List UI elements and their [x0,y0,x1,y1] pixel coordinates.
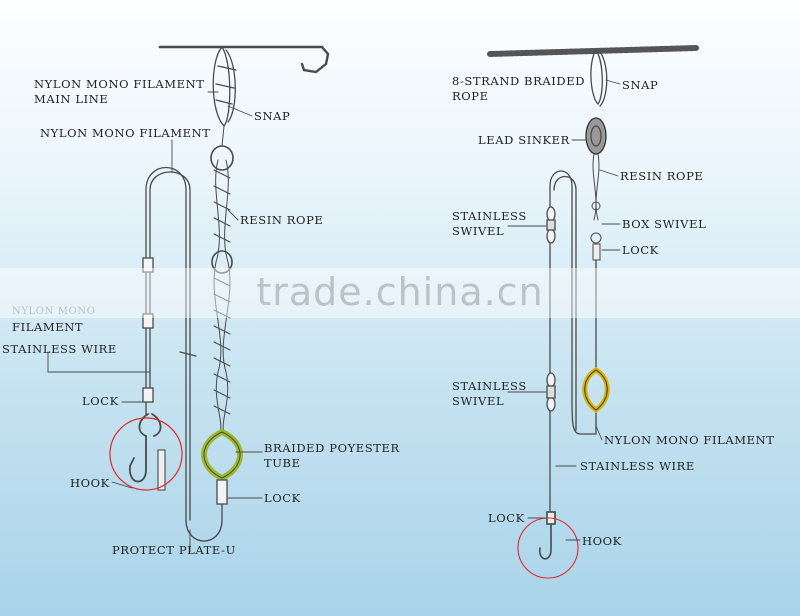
label-lock-right-lower: LOCK [488,511,525,525]
label-resin-rope-right: RESIN ROPE [620,169,704,183]
label-stainless-swivel-upper: STAINLESS SWIVEL [452,209,527,238]
label-snap-right: SNAP [622,78,659,92]
left-snap [212,45,237,127]
left-hook [129,413,166,491]
label-filament: FILAMENT [12,320,84,334]
label-box-swivel: BOX SWIVEL [622,217,707,231]
left-main-line [158,45,330,74]
right-braided-tube [582,367,610,414]
right-braided-rope [487,45,699,57]
left-hook-highlight [109,417,183,491]
right-snap [590,48,608,107]
watermark: trade.china.cn [256,270,544,314]
label-braided-rope: 8-STRAND BRAIDED ROPE [452,74,586,103]
right-leader-lines [507,79,621,541]
left-branch-line [142,166,223,542]
label-braided-tube: BRAIDED POYESTER TUBE [264,441,400,470]
label-snap: SNAP [254,109,291,123]
label-nylon-mono-partial: NYLON MONO [12,306,96,317]
label-nylon-mono-right: NYLON MONO FILAMENT [604,433,775,447]
right-stainless-swivel-upper [546,206,556,244]
label-resin-rope: RESIN ROPE [240,213,324,227]
label-main-line: NYLON MONO FILAMENT MAIN LINE [34,77,205,106]
label-lead-sinker: LEAD SINKER [478,133,570,147]
label-stainless-swivel-lower: STAINLESS SWIVEL [452,379,527,408]
label-hook-right: HOOK [582,534,622,548]
label-protect-plate: PROTECT PLATE-U [112,543,236,557]
watermark-band [0,268,800,318]
left-leader-lines [47,91,263,553]
label-lock-upper: LOCK [82,394,119,408]
label-nylon-mono-filament: NYLON MONO FILAMENT [40,126,211,140]
right-hook-highlight [517,517,579,579]
label-lock-right-upper: LOCK [622,243,659,257]
right-resin-rope [590,153,602,261]
right-stainless-swivel-lower [546,372,556,412]
label-hook: HOOK [70,476,110,490]
label-stainless-wire: STAINLESS WIRE [2,342,117,356]
left-braided-tube [201,428,243,505]
left-resin-rope [210,125,234,435]
label-stainless-wire-right: STAINLESS WIRE [580,459,695,473]
label-lock-lower: LOCK [264,491,301,505]
right-branch-line [549,170,597,517]
right-lead-sinker [585,117,607,155]
